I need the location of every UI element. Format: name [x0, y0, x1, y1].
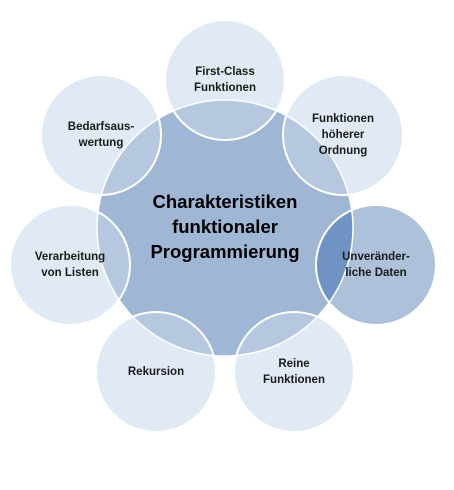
- satellite-outline-higher-order-functions: [282, 74, 404, 196]
- satellite-label-higher-order-functions-line: Funktionen: [312, 113, 374, 125]
- satellite-label-lazy-evaluation: Bedarfsaus-wertung: [68, 121, 135, 149]
- satellite-label-first-class-functions-line: First-Class: [195, 66, 254, 78]
- satellite-outline-recursion: [95, 311, 217, 433]
- satellite-outline-pure-functions: [233, 311, 355, 433]
- satellite-label-list-processing-line: von Listen: [41, 267, 99, 279]
- satellite-label-pure-functions-line: Funktionen: [263, 374, 325, 386]
- satellite-label-recursion: Rekursion: [128, 366, 184, 378]
- satellite-label-recursion-line: Rekursion: [128, 366, 184, 378]
- satellite-label-immutable-data-line: liche Daten: [345, 267, 406, 279]
- satellite-outline-first-class-functions: [164, 19, 286, 141]
- satellite-label-immutable-data-line: Unveränder-: [342, 251, 410, 263]
- overlap-first-class-functions: [165, 100, 285, 140]
- satellite-outline-immutable-data: [315, 204, 437, 326]
- satellite-outline-list-processing: [9, 204, 131, 326]
- satellite-label-list-processing: Verarbeitung von Listen: [35, 251, 105, 279]
- satellite-label-lazy-evaluation-line: Bedarfsaus-: [68, 121, 135, 133]
- satellite-label-higher-order-functions-line: Ordnung: [319, 145, 368, 157]
- satellite-label-higher-order-functions-line: höherer: [322, 129, 365, 141]
- center-title-line: funktionaler: [172, 216, 278, 237]
- center-title-line: Charakteristiken: [153, 191, 298, 212]
- satellite-label-list-processing-line: Verarbeitung: [35, 251, 105, 263]
- satellite-label-pure-functions-line: Reine: [278, 358, 309, 370]
- center-outline: [96, 99, 354, 357]
- center-title-line: Programmierung: [150, 241, 299, 262]
- satellite-label-first-class-functions-line: Funktionen: [194, 82, 256, 94]
- center-circle: [97, 100, 353, 356]
- satellite-label-lazy-evaluation-line: wertung: [78, 137, 124, 149]
- satellite-label-immutable-data: Unveränder-liche Daten: [342, 251, 410, 279]
